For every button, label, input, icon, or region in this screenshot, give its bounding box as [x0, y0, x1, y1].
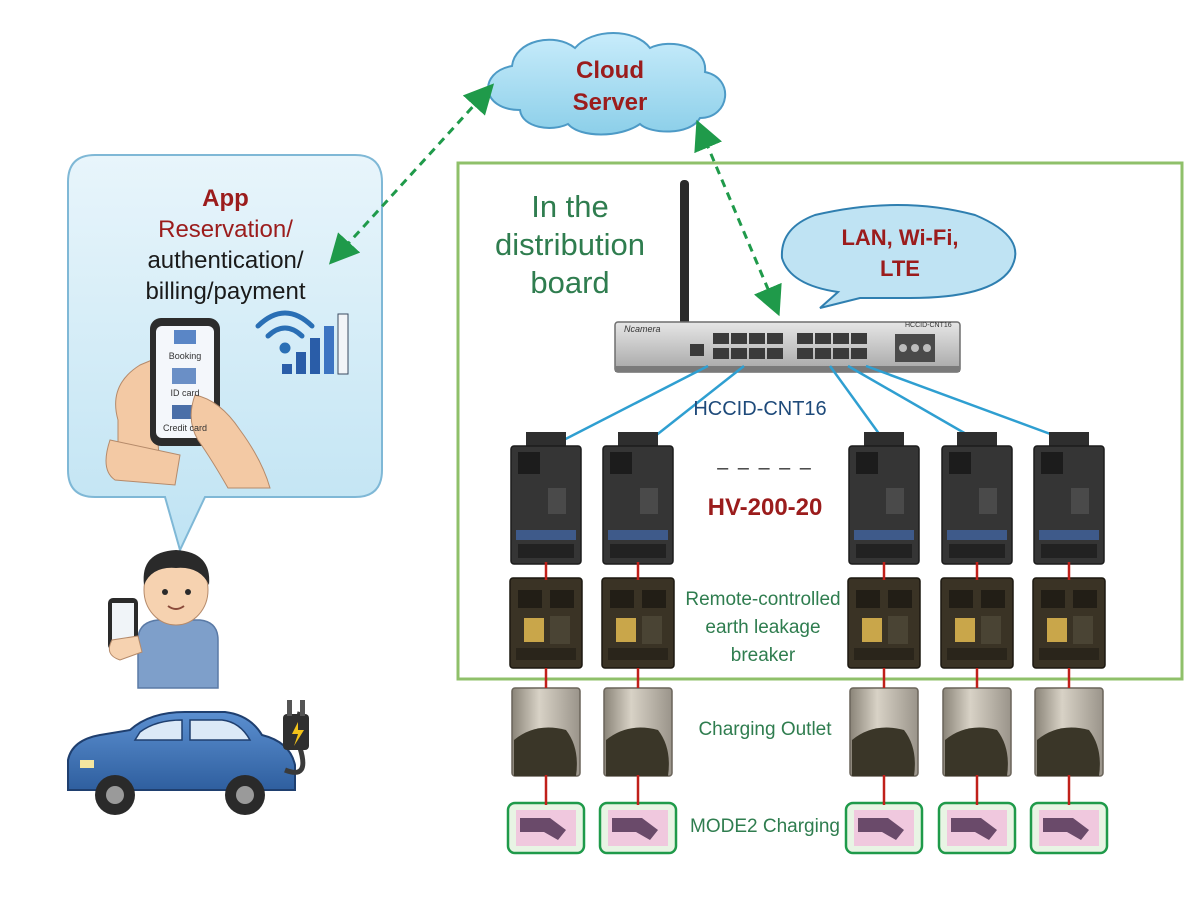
phone-credit-card: Credit card	[162, 423, 207, 433]
mode2-charger-unit	[937, 801, 1017, 855]
cloud-icon	[487, 32, 727, 136]
mode2-charger-unit	[598, 801, 678, 855]
arrow-app-cloud	[328, 83, 495, 265]
breaker-unit	[940, 577, 1014, 669]
distribution-board-frame	[456, 161, 1184, 681]
controller-unit	[848, 432, 920, 565]
switch-model-plate: HCCID-CNT16	[905, 322, 952, 329]
power-wires	[544, 562, 1071, 805]
charging-outlet-unit	[511, 687, 581, 777]
network-label-line2: LTE	[880, 256, 920, 281]
charger-units	[506, 801, 1109, 855]
breaker-label-line3: breaker	[730, 645, 796, 666]
controller-unit	[1033, 432, 1105, 565]
charging-outlet-unit	[603, 687, 673, 777]
breaker-unit	[601, 577, 675, 669]
cloud-label: Cloud Server	[530, 55, 690, 119]
car-icon	[67, 711, 296, 815]
antenna-icon	[680, 180, 689, 330]
controller-ellipsis: – – – – –	[717, 457, 813, 479]
network-speech-bubble	[780, 204, 1017, 309]
network-switch-icon	[614, 321, 961, 373]
network-label: LAN, Wi-Fi, LTE	[800, 222, 1000, 284]
charging-outlet-unit	[849, 687, 919, 777]
app-line1: Reservation/	[158, 216, 293, 243]
wifi-icon	[255, 310, 315, 354]
plug-icon	[283, 700, 309, 775]
charging-label: MODE2 Charging	[690, 816, 840, 837]
mode2-charger-unit	[844, 801, 924, 855]
charging-outlet-unit	[1034, 687, 1104, 777]
app-description: App Reservation/ authentication/ billing…	[88, 183, 363, 307]
phone-booking: Booking	[168, 351, 202, 361]
arrow-cloud-switch	[694, 119, 782, 317]
board-label-line3: board	[530, 265, 610, 300]
breaker-label-line1: Remote-controlled	[685, 589, 841, 610]
mode2-charger-unit	[506, 801, 586, 855]
network-label-line1: LAN, Wi-Fi,	[841, 225, 959, 250]
board-label-line2: distribution	[495, 227, 645, 262]
app-line3: billing/payment	[145, 278, 306, 305]
charging-outlet-unit	[942, 687, 1012, 777]
mode2-charger-unit	[1029, 801, 1109, 855]
outlet-units	[511, 687, 1104, 777]
ethernet-cables	[547, 364, 1073, 450]
person-icon	[108, 550, 219, 689]
cloud-label-line1: Cloud	[576, 57, 644, 84]
controller-units	[510, 432, 1105, 565]
switch-brand: Ncamera	[624, 324, 661, 334]
cloud-label-line2: Server	[572, 89, 648, 116]
breaker-unit	[847, 577, 921, 669]
app-line2: authentication/	[147, 247, 304, 274]
phone-id-card: ID card	[170, 388, 200, 398]
signal-bars-icon	[282, 313, 349, 375]
switch-label: HCCID-CNT16	[693, 398, 827, 420]
breaker-label-line2: earth leakage	[705, 617, 821, 638]
controller-unit	[602, 432, 674, 565]
app-title: App	[202, 185, 249, 212]
breaker-unit	[1032, 577, 1106, 669]
controller-unit	[941, 432, 1013, 565]
controller-unit	[510, 432, 582, 565]
outlet-label: Charging Outlet	[698, 719, 832, 740]
hands-holding-phone-icon	[105, 318, 271, 489]
board-label: In the distribution board	[495, 188, 645, 302]
breaker-label: Remote-controlled earth leakage breaker	[668, 586, 858, 670]
breaker-unit	[509, 577, 583, 669]
board-label-line1: In the	[531, 189, 609, 224]
controller-label: HV-200-20	[707, 494, 823, 521]
